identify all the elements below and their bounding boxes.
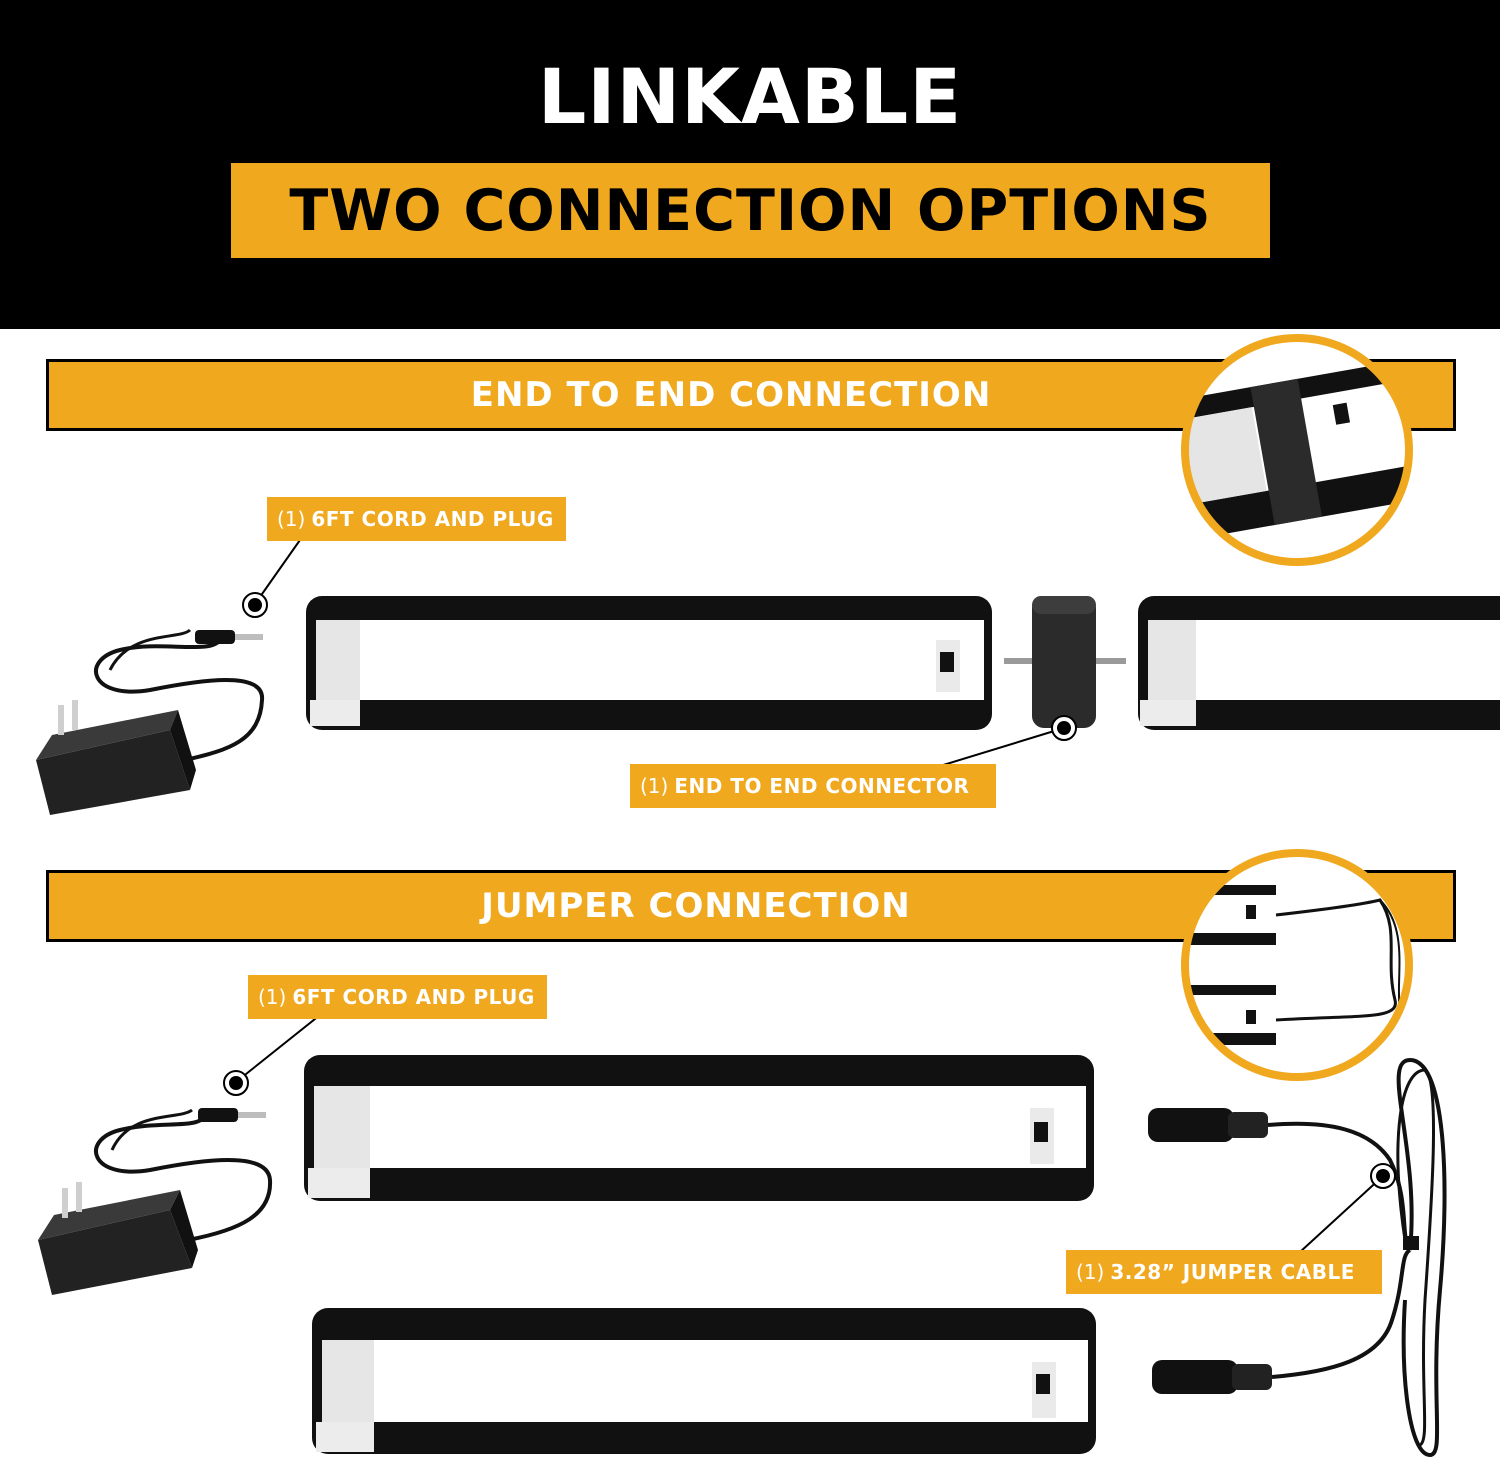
tag-text: 6FT CORD AND PLUG — [311, 507, 554, 531]
tag-qty: (1) — [258, 985, 287, 1009]
leader-line — [254, 539, 301, 605]
connector-block — [1004, 596, 1126, 728]
power-adapter-icon — [36, 628, 265, 815]
light-bar — [1138, 596, 1500, 730]
tag-qty: (1) — [277, 507, 306, 531]
tag-cord-end-to-end: (1) 6FT CORD AND PLUG — [267, 497, 566, 541]
banner-end-to-end-label: END TO END CONNECTION — [470, 375, 992, 415]
tag-cord-jumper: (1) 6FT CORD AND PLUG — [248, 975, 547, 1019]
light-bar — [304, 1055, 1094, 1201]
banner-jumper-label: JUMPER CONNECTION — [481, 886, 911, 926]
zoom-detail — [1181, 334, 1413, 566]
tag-jumper-cable: (1) 3.28” JUMPER CABLE — [1066, 1250, 1382, 1294]
jumper-cable — [1148, 1057, 1447, 1458]
tag-text: 3.28” JUMPER CABLE — [1110, 1260, 1355, 1284]
power-adapter-icon — [38, 1108, 273, 1295]
tag-text: 6FT CORD AND PLUG — [292, 985, 535, 1009]
tag-qty: (1) — [640, 774, 669, 798]
tag-end-to-end-connector: (1) END TO END CONNECTOR — [630, 764, 996, 808]
page-subtitle: TWO CONNECTION OPTIONS — [289, 177, 1212, 244]
page-title: LINKABLE — [537, 52, 963, 141]
light-bar — [312, 1308, 1096, 1454]
zoom-detail — [1181, 849, 1413, 1081]
tag-text: END TO END CONNECTOR — [674, 774, 970, 798]
tag-qty: (1) — [1076, 1260, 1105, 1284]
subtitle-box: TWO CONNECTION OPTIONS — [231, 163, 1270, 258]
light-bar — [306, 596, 992, 730]
